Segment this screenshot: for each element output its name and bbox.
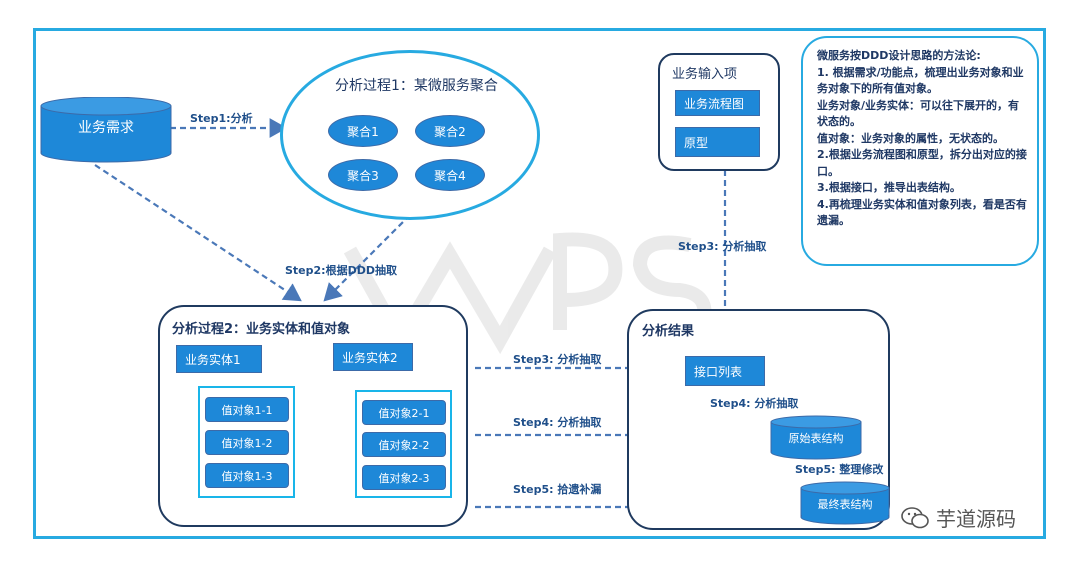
value-object-2-3: 值对象2-3 (362, 465, 446, 490)
raw-table-cylinder (770, 415, 862, 460)
step3-mid-label: Step3: 分析抽取 (513, 353, 602, 366)
aggregate-2: 聚合2 (415, 115, 485, 147)
requirement-label: 业务需求 (78, 120, 134, 136)
step3-top-label: Step3: 分析抽取 (678, 240, 767, 253)
methodology-line: 业务对象/业务实体：可以往下展开的，有状态的。 (817, 98, 1020, 129)
result-title: 分析结果 (642, 324, 695, 339)
watermark-text: 芋道源码 (936, 507, 1016, 531)
entity1-box: 业务实体1 (176, 345, 262, 373)
methodology-line: 微服务按DDD设计思路的方法论: (817, 49, 981, 62)
methodology-line: 3.根据接口，推导出表结构。 (817, 181, 961, 194)
aggregate-3: 聚合3 (328, 159, 398, 191)
raw-table-label: 原始表结构 (788, 432, 844, 445)
step2-label: Step2:根据DDD抽取 (285, 264, 397, 277)
wechat-icon (901, 506, 929, 528)
value-object-1-3: 值对象1-3 (205, 463, 289, 488)
process1-ellipse (280, 50, 540, 220)
step1-label: Step1:分析 (190, 112, 253, 125)
wechat-watermark: 芋道源码 (900, 503, 1016, 532)
input-process-flow: 业务流程图 (675, 90, 760, 116)
step5-mid-label: Step5: 拾遗补漏 (513, 483, 602, 496)
entity2-box: 业务实体2 (333, 343, 413, 371)
input-prototype: 原型 (675, 127, 760, 157)
arrow-process1-to-process2 (323, 214, 411, 302)
methodology-line: 2.根据业务流程图和原型，拆分出对应的接口。 (817, 148, 1027, 178)
arrow-req-to-process2 (94, 164, 302, 302)
aggregate-1: 聚合1 (328, 115, 398, 147)
requirement-cylinder (40, 97, 172, 163)
value-object-2-2: 值对象2-2 (362, 432, 446, 457)
process1-title: 分析过程1：某微服务聚合 (335, 78, 498, 94)
final-table-cylinder (800, 481, 890, 525)
methodology-line: 值对象：业务对象的属性，无状态的。 (817, 131, 1004, 145)
step4-right-label: Step4: 分析抽取 (710, 397, 799, 410)
value-object-1-2: 值对象1-2 (205, 430, 289, 455)
inputs-title: 业务输入项 (672, 67, 738, 82)
step4-mid-label: Step4: 分析抽取 (513, 416, 602, 429)
methodology-note: 微服务按DDD设计思路的方法论: 1. 根据需求/功能点，梳理出业务对象和业务对… (801, 36, 1039, 266)
methodology-line: 4.再梳理业务实体和值对象列表，看是否有遗漏。 (817, 197, 1027, 228)
value-object-2-1: 值对象2-1 (362, 400, 446, 425)
process2-title: 分析过程2：业务实体和值对象 (172, 322, 351, 337)
step5-right-label: Step5: 整理修改 (795, 463, 884, 476)
aggregate-4: 聚合4 (415, 159, 485, 191)
final-table-label: 最终表结构 (817, 498, 873, 511)
value-object-1-1: 值对象1-1 (205, 397, 289, 422)
interface-list-box: 接口列表 (685, 356, 765, 386)
methodology-line: 1. 根据需求/功能点，梳理出业务对象和业务对象下的所有值对象。 (817, 65, 1024, 96)
diagram-frame (33, 28, 1046, 539)
